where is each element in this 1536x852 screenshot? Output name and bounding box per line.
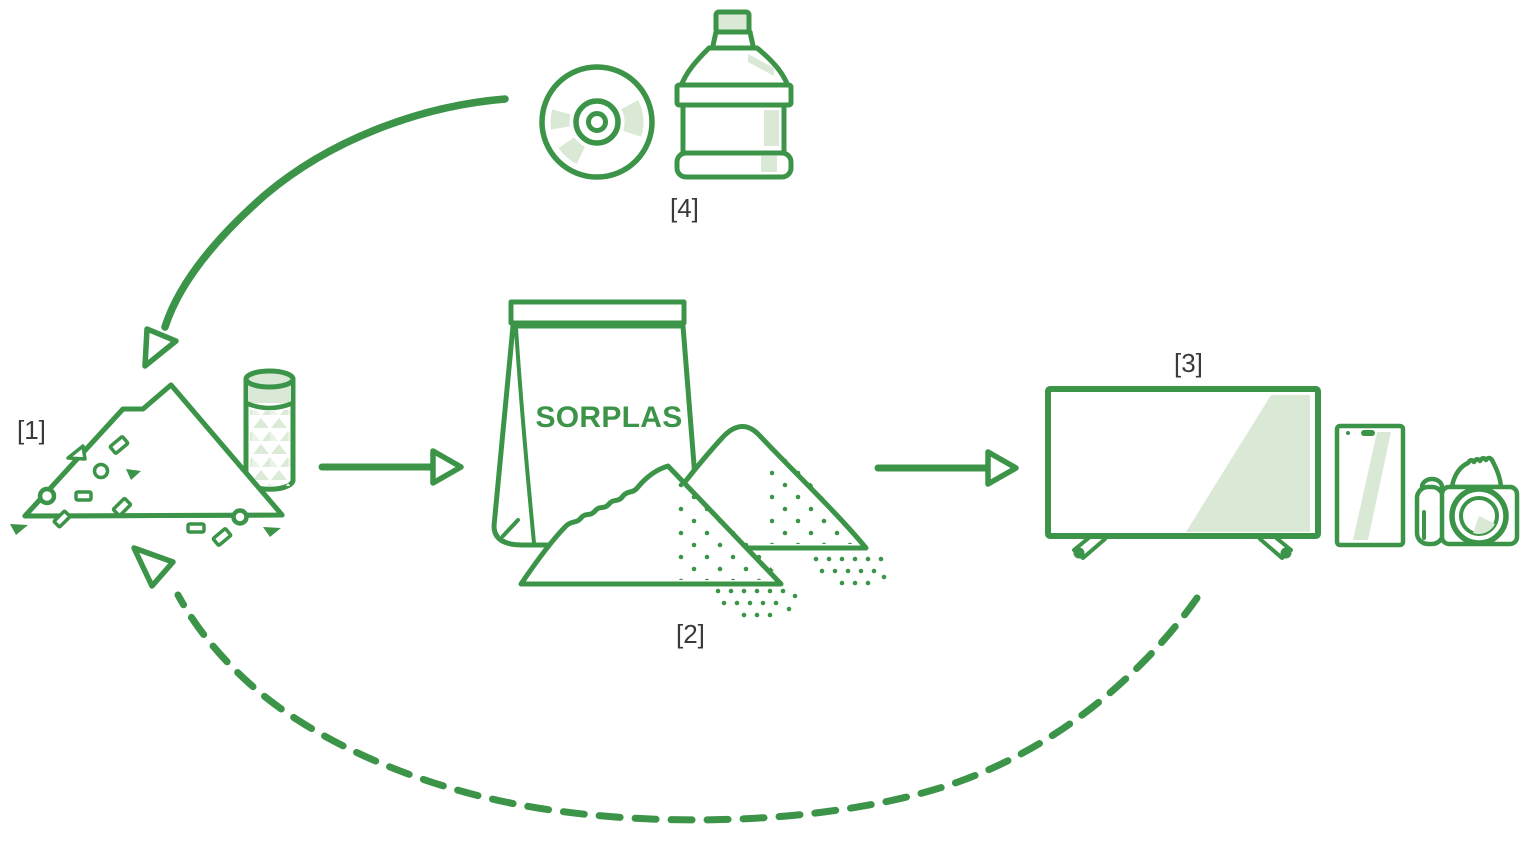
arrow-pellets-to-products bbox=[874, 449, 1019, 487]
water-bottle-icon bbox=[674, 9, 794, 180]
step-label-2: [2] bbox=[676, 619, 705, 649]
dashed-arrowhead bbox=[131, 545, 176, 589]
cd-disc-icon bbox=[539, 64, 655, 180]
tv-icon bbox=[1045, 386, 1321, 560]
tv-screen-reflection bbox=[1186, 395, 1310, 532]
dashed-return-arrow bbox=[131, 545, 1201, 824]
scatter-dots bbox=[813, 556, 887, 586]
bag-brand-text: SORPLAS bbox=[535, 401, 683, 434]
camera-icon bbox=[1414, 455, 1520, 547]
arrow-pile-to-pellets bbox=[318, 448, 464, 486]
step-label-4: [4] bbox=[670, 193, 699, 223]
step-label-1: [1] bbox=[17, 415, 46, 445]
container-cylinder-icon bbox=[243, 368, 296, 492]
curved-arrowhead bbox=[142, 326, 179, 369]
scatter-dots bbox=[715, 588, 798, 618]
step-label-3: [3] bbox=[1174, 348, 1203, 378]
smartphone-icon bbox=[1334, 423, 1406, 548]
curved-solid-arrow bbox=[142, 95, 509, 369]
